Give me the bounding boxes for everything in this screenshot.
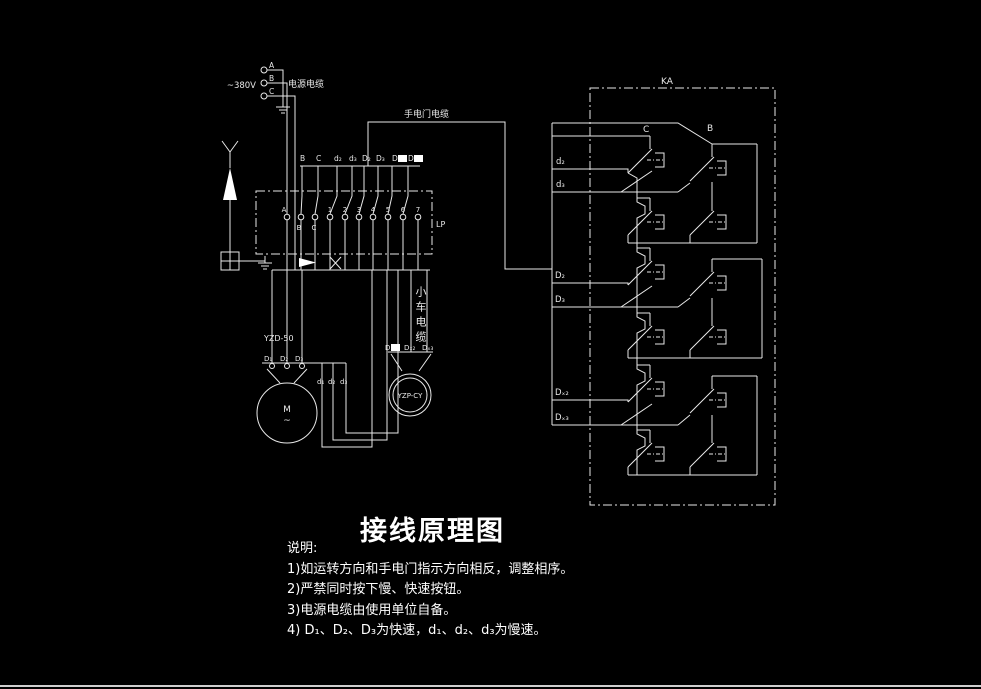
ka-contact <box>627 312 665 351</box>
note-line-1: 1)如运转方向和手电门指示方向相反，调整相序。 <box>287 561 574 577</box>
text-highlight <box>414 155 423 162</box>
ka-contact <box>627 247 665 286</box>
ka-contact <box>627 429 665 468</box>
ka-relay-box: KA C B d₂ d₃ D₂ D₃ Dₓ₂ Dₓ₃ <box>551 77 776 506</box>
trolley-cable-label: 小车电缆 <box>414 286 427 346</box>
lp-label: LP <box>436 220 445 229</box>
main-motor-terminal-d3: D₃ <box>295 355 303 363</box>
lp-terminal-b: B <box>297 224 302 232</box>
pendant-cable-wire: 手电门电缆 <box>367 108 552 270</box>
trolley-collector <box>220 140 272 271</box>
ka-contact-c-label: C <box>643 125 649 135</box>
up-arrow-icon <box>223 168 237 200</box>
power-ground-symbol <box>276 106 290 114</box>
text-highlight <box>398 155 407 162</box>
ka-row-d3: d₃ <box>556 180 565 190</box>
wire-label-d3: d₃ <box>340 378 347 386</box>
power-cable-label: 电源电缆 <box>288 78 324 90</box>
aux-motor-model: YZP-CY <box>397 392 423 400</box>
strip-label-D3: D₃ <box>376 154 385 163</box>
notes-heading: 说明: <box>287 541 318 556</box>
lp-terminal-7: 7 <box>416 206 420 214</box>
ka-contact <box>689 258 727 297</box>
note-line-2: 2)严禁同时按下慢、快速按钮。 <box>287 582 470 597</box>
ka-row-Dx3: Dₓ₃ <box>555 413 569 423</box>
ka-contact <box>627 135 665 174</box>
motor-symbol: M <box>283 405 291 415</box>
ka-contact <box>689 197 727 236</box>
strip-label-b: B <box>300 154 305 163</box>
note-line-4: 4) D₁、D₂、D₃为快速，d₁、d₂、d₃为慢速。 <box>287 623 547 638</box>
ka-contact <box>627 364 665 403</box>
lp-terminal-4: 4 <box>371 206 376 214</box>
earth-ground-symbol <box>258 256 272 270</box>
aux-terminal-dx3: Dₓ₃ <box>422 344 433 352</box>
terminal-strip: B C d₂ d₃ D₂ D₃ Dₓ₂ Dₓ₃ <box>300 154 423 215</box>
window-bottom-border <box>0 685 981 687</box>
strip-label-d3: d₃ <box>349 154 357 163</box>
motor-ac-symbol: ~ <box>283 416 291 426</box>
notes-block: 说明: 1)如运转方向和手电门指示方向相反，调整相序。 2)严禁同时按下慢、快速… <box>287 539 573 642</box>
main-motor-model: YZD-50 <box>263 334 294 343</box>
ka-contact-b-label: B <box>707 124 713 134</box>
right-arrow-icon <box>299 258 316 267</box>
pendant-cable-label: 手电门电缆 <box>404 108 449 120</box>
aux-terminal-dx2: Dₓ₂ <box>404 344 415 352</box>
note-line-3: 3)电源电缆由使用单位自备。 <box>287 602 457 618</box>
lp-terminal-box: LP A B C 1 2 3 4 5 6 7 <box>255 190 445 255</box>
strip-label-c: C <box>316 154 321 163</box>
ka-contact <box>689 143 727 182</box>
page-title: 接线原理图 <box>360 516 505 547</box>
lp-terminal-1: 1 <box>328 206 332 214</box>
phase-c-label: C <box>269 87 274 96</box>
strip-label-d2: d₂ <box>334 154 342 163</box>
ka-row-d2: d₂ <box>556 157 565 167</box>
lp-terminal-2: 2 <box>343 206 347 214</box>
ka-contact <box>627 197 665 236</box>
wire-label-d2: d₂ <box>328 378 335 386</box>
lp-terminal-c: C <box>312 224 317 232</box>
lp-output-wires <box>272 220 430 271</box>
lp-terminal-6: 6 <box>401 206 406 214</box>
main-motor-slow-wires: d₁ d₂ d₃ <box>317 270 399 448</box>
main-motor-terminal-d2: D₂ <box>280 355 288 363</box>
lp-terminal-a: A <box>282 206 287 214</box>
lp-terminal-3: 3 <box>357 206 361 214</box>
ka-row-D3: D₃ <box>555 295 565 305</box>
x-mark-icon <box>329 256 342 270</box>
voltage-label: ~380V <box>227 81 256 91</box>
aux-terminal-dx1: Dₓ₁ <box>385 344 396 352</box>
ka-contact <box>689 375 727 414</box>
ka-contact <box>689 312 727 351</box>
ka-contact <box>689 429 727 468</box>
text-highlight <box>391 344 400 351</box>
ka-label: KA <box>661 77 674 87</box>
phase-b-label: B <box>269 74 274 83</box>
phase-a-label: A <box>269 61 275 70</box>
ka-row-Dx2: Dₓ₂ <box>555 388 569 398</box>
strip-label-D2: D₂ <box>362 154 371 163</box>
ka-row-D2: D₂ <box>555 271 565 281</box>
main-motor-terminal-d1: D₁ <box>264 355 272 363</box>
lp-terminal-5: 5 <box>386 206 390 214</box>
main-motor: YZD-50 D₁ D₂ D₃ M ~ d₁ d₂ d₃ <box>256 270 399 448</box>
aux-motor: Dₓ₁ Dₓ₂ Dₓ₃ YZP-CY <box>385 270 433 417</box>
wire-label-d1: d₁ <box>317 378 324 386</box>
power-input: ~380V A B C 电源电缆 <box>227 61 324 270</box>
